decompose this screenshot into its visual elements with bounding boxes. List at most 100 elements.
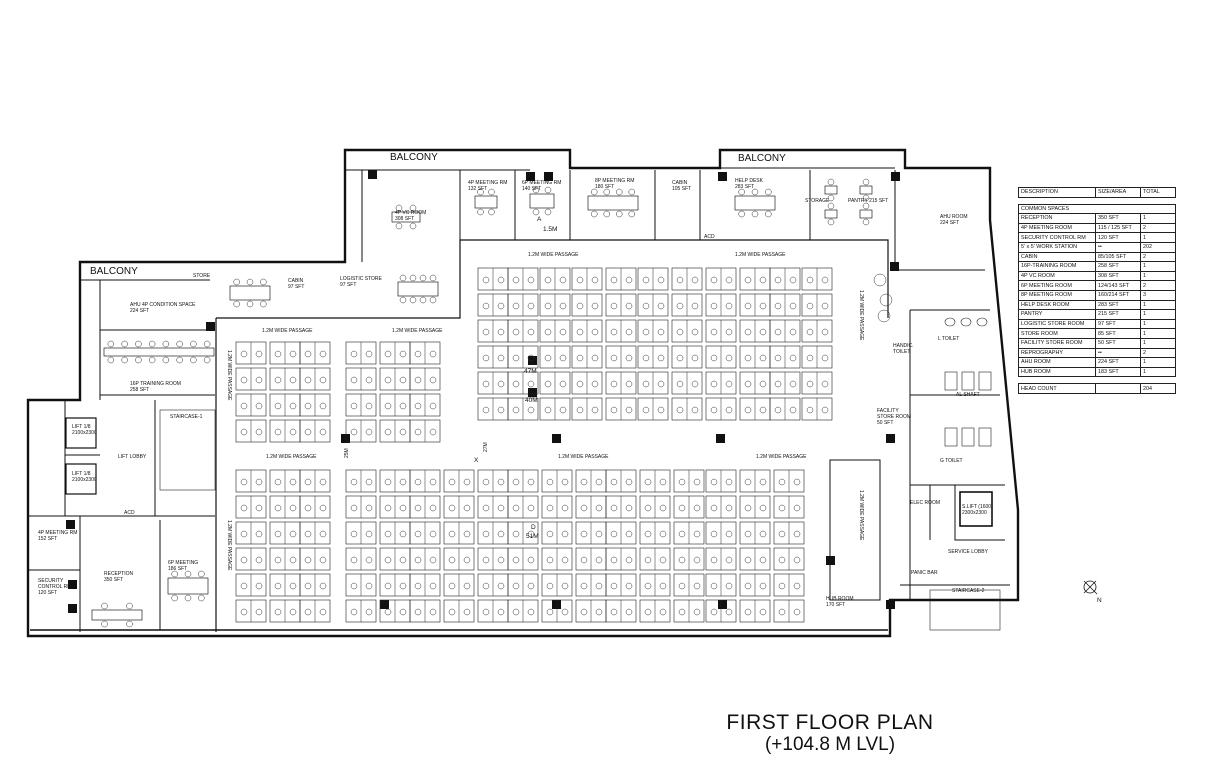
chair-icon	[384, 504, 392, 512]
chair-icon	[576, 276, 584, 284]
sink-icon	[976, 317, 988, 327]
schedule-header-row: DESCRIPTION SIZE/AREA TOTAL	[1018, 187, 1176, 198]
drawing-level: (+104.8 M LVL)	[764, 734, 896, 755]
chair-icon	[546, 504, 554, 512]
chair-icon	[395, 222, 403, 230]
chair-icon	[644, 478, 652, 486]
chair-icon	[710, 354, 718, 362]
chair-icon	[274, 608, 282, 616]
chair-icon	[255, 582, 263, 590]
schedule-cell: 1	[1140, 328, 1176, 339]
chair-icon	[304, 402, 312, 410]
chair-icon	[482, 530, 490, 538]
chair-icon	[260, 300, 267, 308]
chair-icon	[482, 328, 490, 336]
schedule-cell: 202	[1140, 241, 1176, 253]
chair-icon	[198, 570, 205, 578]
chair-icon	[429, 274, 437, 282]
chair-icon	[625, 406, 633, 414]
chair-icon	[171, 570, 178, 578]
chair-icon	[610, 354, 618, 362]
chair-icon	[463, 608, 471, 616]
schedule-cell: ••	[1095, 241, 1141, 253]
chair-icon	[676, 302, 684, 310]
passage-label: 1.2M WIDE PASSAGE	[735, 252, 786, 258]
north-arrow-icon: N	[1083, 580, 1102, 604]
chair-icon	[203, 356, 211, 364]
schedule-cell: 1	[1140, 337, 1176, 349]
chair-icon	[171, 594, 178, 602]
chair-icon	[399, 478, 407, 486]
chair-icon	[497, 608, 505, 616]
schedule-cell: 8P MEETING ROOM	[1018, 289, 1096, 301]
chair-icon	[676, 354, 684, 362]
sink-icon	[944, 317, 956, 327]
schedule-cell: HUB ROOM	[1018, 366, 1096, 378]
chair-icon	[395, 204, 403, 212]
schedule-cell: 85/105 SFT	[1095, 251, 1141, 263]
column	[380, 600, 389, 609]
room-furniture	[65, 178, 993, 628]
meeting-table	[167, 577, 209, 595]
chair-icon	[350, 582, 358, 590]
chair-icon	[616, 188, 623, 196]
chair-icon	[710, 328, 718, 336]
wc-stall	[944, 427, 958, 447]
chair-icon	[559, 328, 567, 336]
chair-icon	[121, 340, 128, 348]
chair-icon	[463, 478, 471, 486]
chair-icon	[497, 478, 505, 486]
chair-icon	[559, 302, 567, 310]
chair-icon	[448, 530, 456, 538]
chair-icon	[497, 582, 505, 590]
wc-stall	[944, 371, 958, 391]
chair-icon	[628, 210, 635, 218]
chair-icon	[274, 504, 282, 512]
chair-icon	[497, 504, 505, 512]
chair-icon	[676, 328, 684, 336]
chair-icon	[827, 202, 835, 210]
chair-icon	[759, 380, 767, 388]
column	[718, 600, 727, 609]
chair-icon	[544, 354, 552, 362]
chair-icon	[365, 582, 373, 590]
passage-label: 1.2M WIDE PASSAGE	[226, 350, 232, 401]
dimension-label: 27M	[483, 442, 489, 452]
chair-icon	[561, 530, 569, 538]
schedule-cell: REPROGRAPHY	[1018, 347, 1096, 359]
chair-icon	[384, 376, 392, 384]
chair-icon	[527, 504, 535, 512]
room-label-staircase-2: STAIRCASE-2	[952, 588, 985, 594]
chair-icon	[240, 376, 248, 384]
meeting-table	[391, 211, 421, 223]
chair-icon	[384, 582, 392, 590]
chair-icon	[497, 406, 505, 414]
chair-icon	[414, 608, 422, 616]
schedule-cell: AHU ROOM	[1018, 357, 1096, 368]
chair-icon	[693, 556, 701, 564]
dimension-label: 25M	[344, 448, 350, 458]
chair-icon	[304, 350, 312, 358]
chair-icon	[399, 608, 407, 616]
chair-icon	[448, 608, 456, 616]
chair-icon	[350, 608, 358, 616]
chair-icon	[691, 406, 699, 414]
chair-icon	[625, 276, 633, 284]
chair-icon	[625, 302, 633, 310]
schedule-cell	[1095, 383, 1141, 394]
chair-icon	[255, 402, 263, 410]
chair-icon	[162, 340, 170, 348]
chair-icon	[350, 556, 358, 564]
chair-icon	[319, 530, 327, 538]
chair-icon	[759, 556, 767, 564]
chair-icon	[482, 302, 490, 310]
